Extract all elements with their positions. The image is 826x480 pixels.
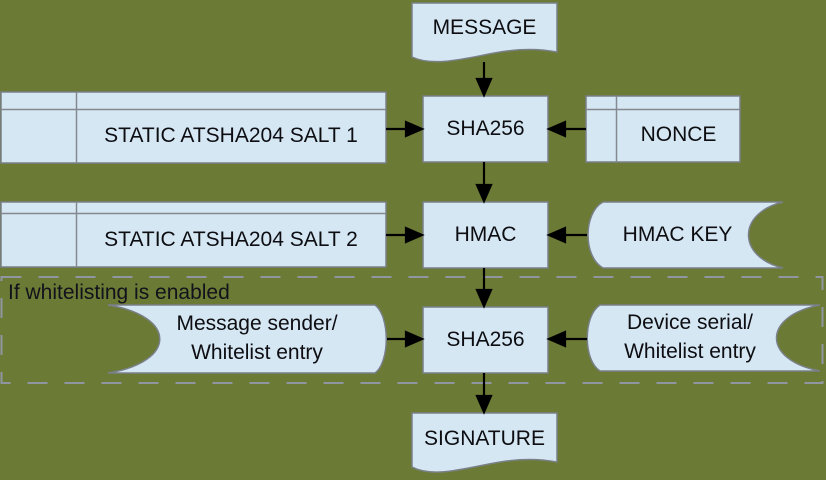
nonce-internal-storage-shape [585, 95, 741, 163]
salt1-internal-storage-shape [0, 91, 387, 164]
arrowhead-salt2-to-hmac [404, 226, 425, 244]
hmac-box [422, 201, 549, 269]
arrowhead-hmackey-to-hmac [546, 226, 567, 244]
nonce-box [585, 95, 741, 163]
device-serial-stored-data-shape [586, 304, 821, 372]
arrowhead-sha256-to-hmac [475, 183, 493, 204]
arrowhead-nonce-to-sha256 [546, 120, 567, 138]
salt2-box [0, 201, 387, 268]
arrows-layer [386, 62, 587, 415]
arrowhead-device-to-sha256w [546, 330, 567, 348]
arrowhead-hmac-to-sha256w [475, 288, 493, 309]
arrowhead-sha256w-to-signature [475, 394, 493, 415]
salt1-box [0, 91, 387, 164]
message-sender-stored-data-shape [107, 304, 387, 374]
arrowhead-salt1-to-sha256 [404, 120, 425, 138]
arrowhead-sender-to-sha256w [404, 330, 425, 348]
salt2-internal-storage-shape [0, 201, 387, 268]
whitelist-group-dashed-border [0, 276, 824, 384]
hmac-key-stored-data-shape [587, 201, 784, 269]
signature-document-shape [411, 412, 558, 473]
sha256-whitelist-box [422, 306, 549, 374]
message-document-shape [411, 2, 558, 63]
arrowhead-message-to-sha256 [475, 77, 493, 98]
sha256-top-box [422, 95, 549, 163]
